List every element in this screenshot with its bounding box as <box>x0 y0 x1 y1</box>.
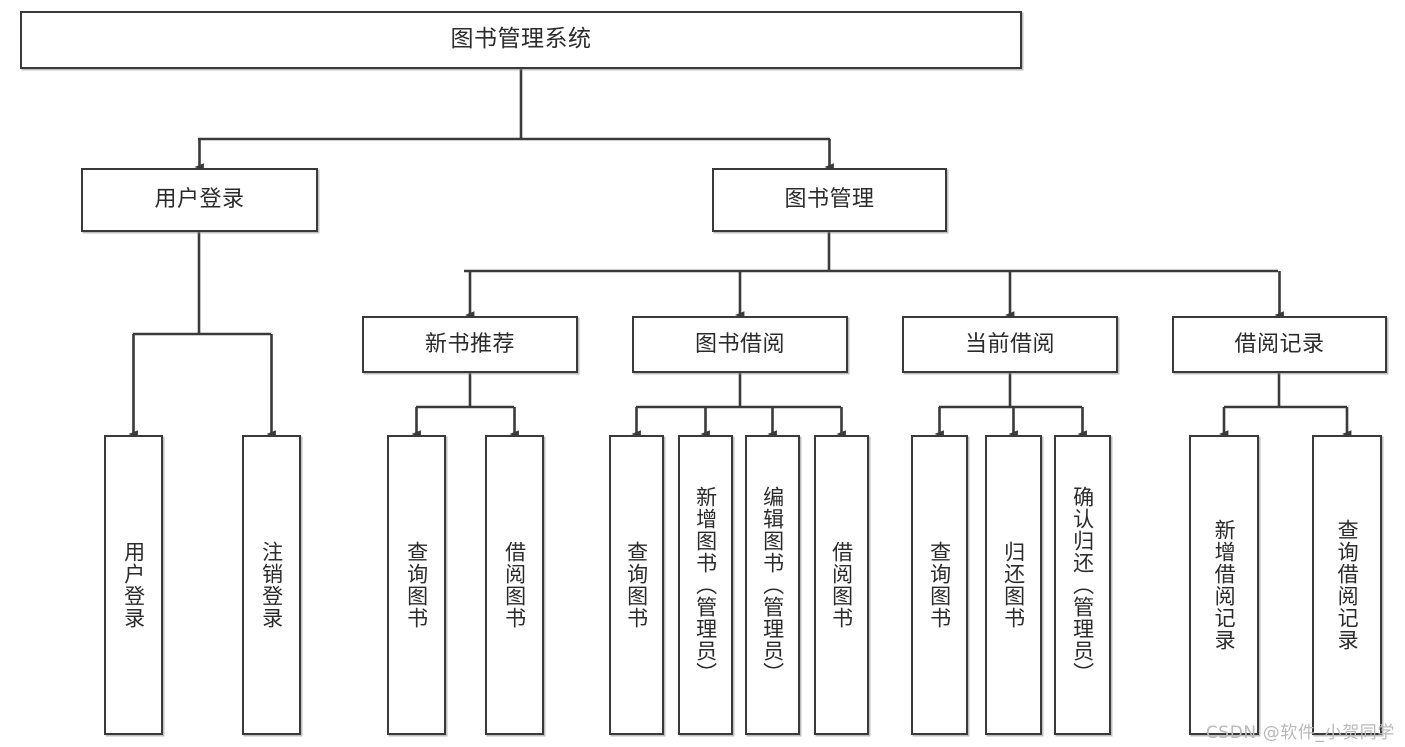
node-new-book-recommend[interactable]: 新书推荐 <box>362 316 578 373</box>
node-leaf-query-book-a[interactable]: 查询图书 <box>387 435 446 735</box>
node-leaf-user-logout[interactable]: 注销登录 <box>242 435 301 735</box>
node-current-borrow[interactable]: 当前借阅 <box>902 316 1118 373</box>
node-label: 用户登录 <box>121 541 146 629</box>
node-label: 当前借阅 <box>964 331 1055 357</box>
node-leaf-confirm-return-admin[interactable]: 确认归还（管理员） <box>1054 435 1111 735</box>
node-leaf-add-borrow-record[interactable]: 新增借阅记录 <box>1189 435 1259 735</box>
node-label: 图书借阅 <box>694 331 785 357</box>
node-label: 编辑图书（管理员） <box>760 486 785 684</box>
node-label: 图书管理 <box>784 187 875 213</box>
node-leaf-query-book-c[interactable]: 查询图书 <box>911 435 968 735</box>
node-label: 图书管理系统 <box>450 26 592 53</box>
node-book-manage[interactable]: 图书管理 <box>712 168 947 232</box>
node-leaf-borrow-book-b[interactable]: 借阅图书 <box>814 435 869 735</box>
node-user-login[interactable]: 用户登录 <box>81 168 318 232</box>
node-leaf-edit-book-admin[interactable]: 编辑图书（管理员） <box>745 435 800 735</box>
node-label: 注销登录 <box>259 541 284 629</box>
node-label: 借阅图书 <box>829 541 854 629</box>
node-leaf-return-book[interactable]: 归还图书 <box>985 435 1042 735</box>
node-label: 借阅记录 <box>1234 331 1325 357</box>
node-leaf-user-login[interactable]: 用户登录 <box>104 435 163 735</box>
node-book-borrow[interactable]: 图书借阅 <box>632 316 848 373</box>
node-label: 新书推荐 <box>424 331 515 357</box>
node-label: 查询借阅记录 <box>1335 519 1360 651</box>
node-label: 查询图书 <box>404 541 429 629</box>
node-root[interactable]: 图书管理系统 <box>20 11 1022 69</box>
node-label: 新增图书（管理员） <box>693 486 718 684</box>
node-label: 新增借阅记录 <box>1212 519 1237 651</box>
node-label: 查询图书 <box>927 541 952 629</box>
node-label: 查询图书 <box>624 541 649 629</box>
node-leaf-query-borrow-record[interactable]: 查询借阅记录 <box>1312 435 1382 735</box>
node-leaf-add-book-admin[interactable]: 新增图书（管理员） <box>678 435 733 735</box>
node-leaf-query-book-b[interactable]: 查询图书 <box>609 435 664 735</box>
node-label: 确认归还（管理员） <box>1070 486 1095 684</box>
node-leaf-borrow-book-a[interactable]: 借阅图书 <box>485 435 544 735</box>
node-label: 用户登录 <box>154 187 245 213</box>
node-label: 借阅图书 <box>502 541 527 629</box>
node-borrow-record[interactable]: 借阅记录 <box>1172 316 1387 373</box>
node-label: 归还图书 <box>1001 541 1026 629</box>
